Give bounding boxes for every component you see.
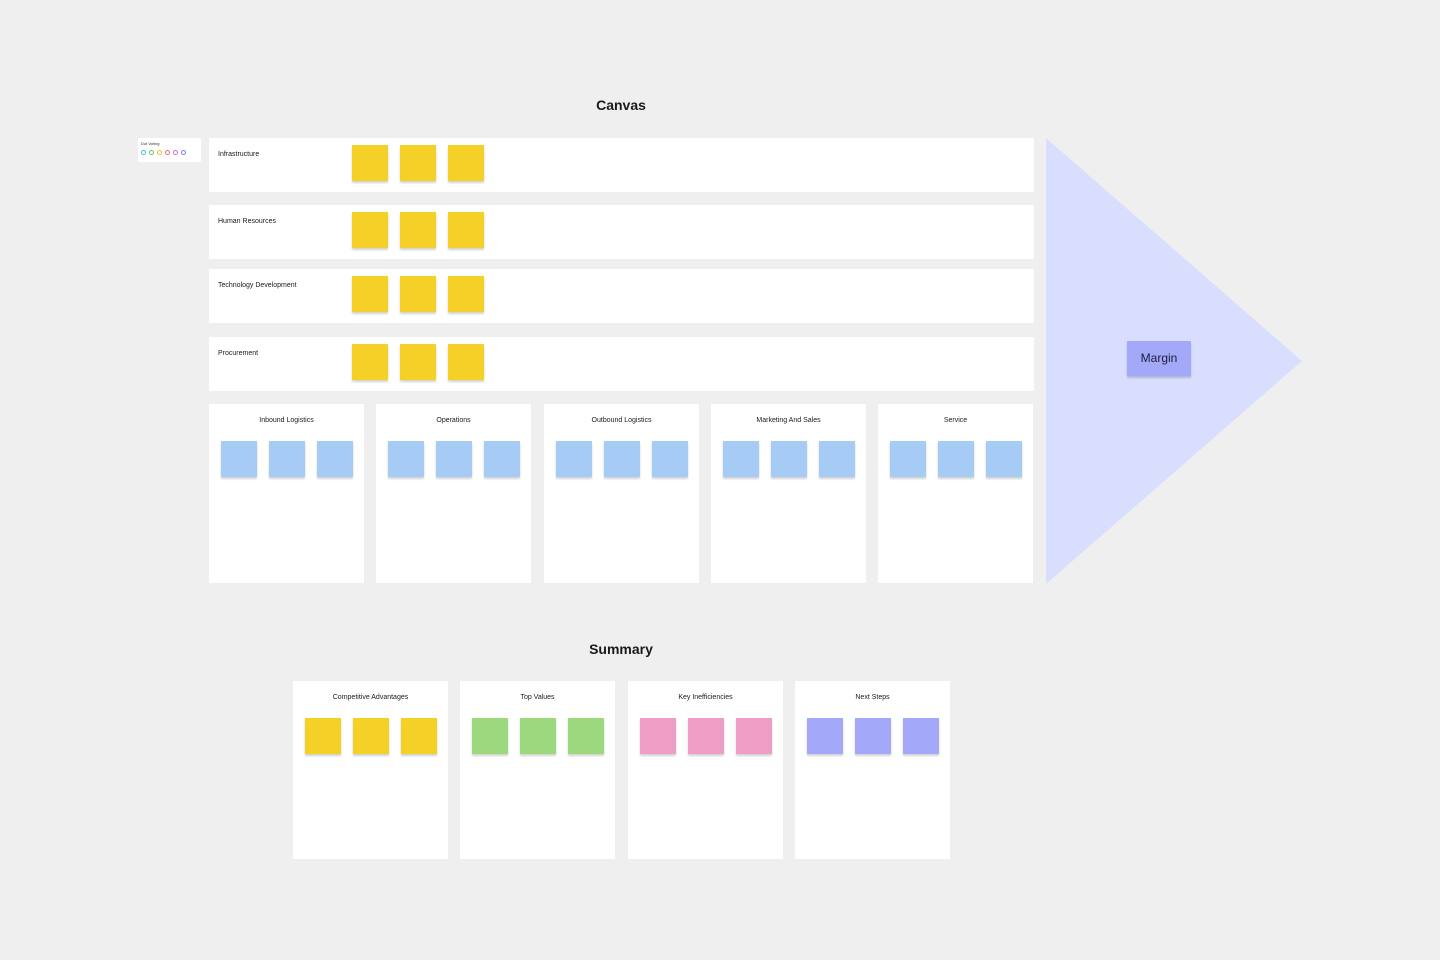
vote-dot[interactable]	[173, 150, 178, 155]
summary-title: Summary	[589, 641, 653, 657]
summary-col-top-values[interactable]: Top Values	[460, 681, 615, 859]
sticky-note[interactable]	[604, 441, 640, 477]
support-row-technology-development[interactable]: Technology Development	[209, 269, 1034, 323]
sticky-note[interactable]	[484, 441, 520, 477]
vote-dot[interactable]	[149, 150, 154, 155]
sticky-group	[305, 718, 437, 754]
sticky-note[interactable]	[855, 718, 891, 754]
sticky-group	[723, 441, 855, 477]
sticky-note[interactable]	[472, 718, 508, 754]
sticky-note[interactable]	[652, 441, 688, 477]
sticky-note[interactable]	[436, 441, 472, 477]
sticky-note[interactable]	[520, 718, 556, 754]
col-label: Operations	[436, 417, 471, 424]
row-label: Procurement	[218, 350, 259, 357]
sticky-note[interactable]	[890, 441, 926, 477]
sticky-note[interactable]	[556, 441, 592, 477]
col-label: Competitive Advantages	[332, 694, 409, 701]
primary-col-service[interactable]: Service	[878, 404, 1033, 583]
summary-col-key-inefficiencies[interactable]: Key Inefficiencies	[628, 681, 783, 859]
support-row-procurement[interactable]: Procurement	[209, 337, 1034, 391]
sticky-note[interactable]	[269, 441, 305, 477]
summary-col-next-steps[interactable]: Next Steps	[795, 681, 950, 859]
sticky-note[interactable]	[448, 212, 484, 248]
sticky-note[interactable]	[640, 718, 676, 754]
sticky-note[interactable]	[388, 441, 424, 477]
dot-voting-title: Dot Voting	[141, 141, 160, 146]
vote-dot[interactable]	[181, 150, 186, 155]
sticky-note[interactable]	[400, 276, 436, 312]
sticky-group	[352, 276, 484, 312]
sticky-note[interactable]	[221, 441, 257, 477]
margin-sticky-note[interactable]: Margin	[1127, 341, 1191, 376]
sticky-note[interactable]	[401, 718, 437, 754]
sticky-note[interactable]	[448, 145, 484, 181]
row-label: Infrastructure	[218, 151, 260, 158]
sticky-group	[352, 212, 484, 248]
sticky-note[interactable]	[986, 441, 1022, 477]
row-label: Human Resources	[218, 218, 276, 225]
sticky-note[interactable]	[400, 145, 436, 181]
sticky-note[interactable]	[448, 276, 484, 312]
col-label: Inbound Logistics	[259, 417, 314, 424]
support-row-infrastructure[interactable]: Infrastructure	[209, 138, 1034, 192]
sticky-note[interactable]	[723, 441, 759, 477]
col-label: Top Values	[520, 694, 555, 701]
sticky-note[interactable]	[819, 441, 855, 477]
sticky-note[interactable]	[400, 344, 436, 380]
dot-voting-dots	[141, 150, 186, 155]
sticky-group	[890, 441, 1022, 477]
sticky-note[interactable]	[352, 276, 388, 312]
sticky-note[interactable]	[353, 718, 389, 754]
summary-col-competitive-advantages[interactable]: Competitive Advantages	[293, 681, 448, 859]
sticky-group	[472, 718, 604, 754]
col-label: Service	[943, 417, 968, 424]
sticky-note[interactable]	[317, 441, 353, 477]
vote-dot[interactable]	[157, 150, 162, 155]
vote-dot[interactable]	[165, 150, 170, 155]
sticky-group	[388, 441, 520, 477]
dot-voting-widget[interactable]: Dot Voting	[138, 138, 201, 162]
sticky-note[interactable]	[771, 441, 807, 477]
vote-dot[interactable]	[141, 150, 146, 155]
sticky-note[interactable]	[400, 212, 436, 248]
sticky-group	[352, 145, 484, 181]
primary-col-marketing-and-sales[interactable]: Marketing And Sales	[711, 404, 866, 583]
sticky-group	[807, 718, 939, 754]
col-label: Key Inefficiencies	[678, 694, 733, 701]
primary-col-outbound-logistics[interactable]: Outbound Logistics	[544, 404, 699, 583]
support-row-human-resources[interactable]: Human Resources	[209, 205, 1034, 259]
sticky-note[interactable]	[736, 718, 772, 754]
primary-col-operations[interactable]: Operations	[376, 404, 531, 583]
sticky-group	[352, 344, 484, 380]
sticky-group	[221, 441, 353, 477]
primary-col-inbound-logistics[interactable]: Inbound Logistics	[209, 404, 364, 583]
sticky-note[interactable]	[352, 212, 388, 248]
sticky-group	[640, 718, 772, 754]
sticky-note[interactable]	[903, 718, 939, 754]
sticky-note[interactable]	[305, 718, 341, 754]
sticky-note[interactable]	[688, 718, 724, 754]
sticky-note[interactable]	[352, 145, 388, 181]
col-label: Next Steps	[855, 694, 890, 701]
col-label: Marketing And Sales	[756, 417, 821, 424]
sticky-note[interactable]	[568, 718, 604, 754]
sticky-note[interactable]	[448, 344, 484, 380]
sticky-group	[556, 441, 688, 477]
canvas-title: Canvas	[596, 97, 646, 113]
row-label: Technology Development	[218, 282, 297, 289]
sticky-note[interactable]	[352, 344, 388, 380]
sticky-note[interactable]	[807, 718, 843, 754]
sticky-note[interactable]	[938, 441, 974, 477]
col-label: Outbound Logistics	[591, 417, 652, 424]
